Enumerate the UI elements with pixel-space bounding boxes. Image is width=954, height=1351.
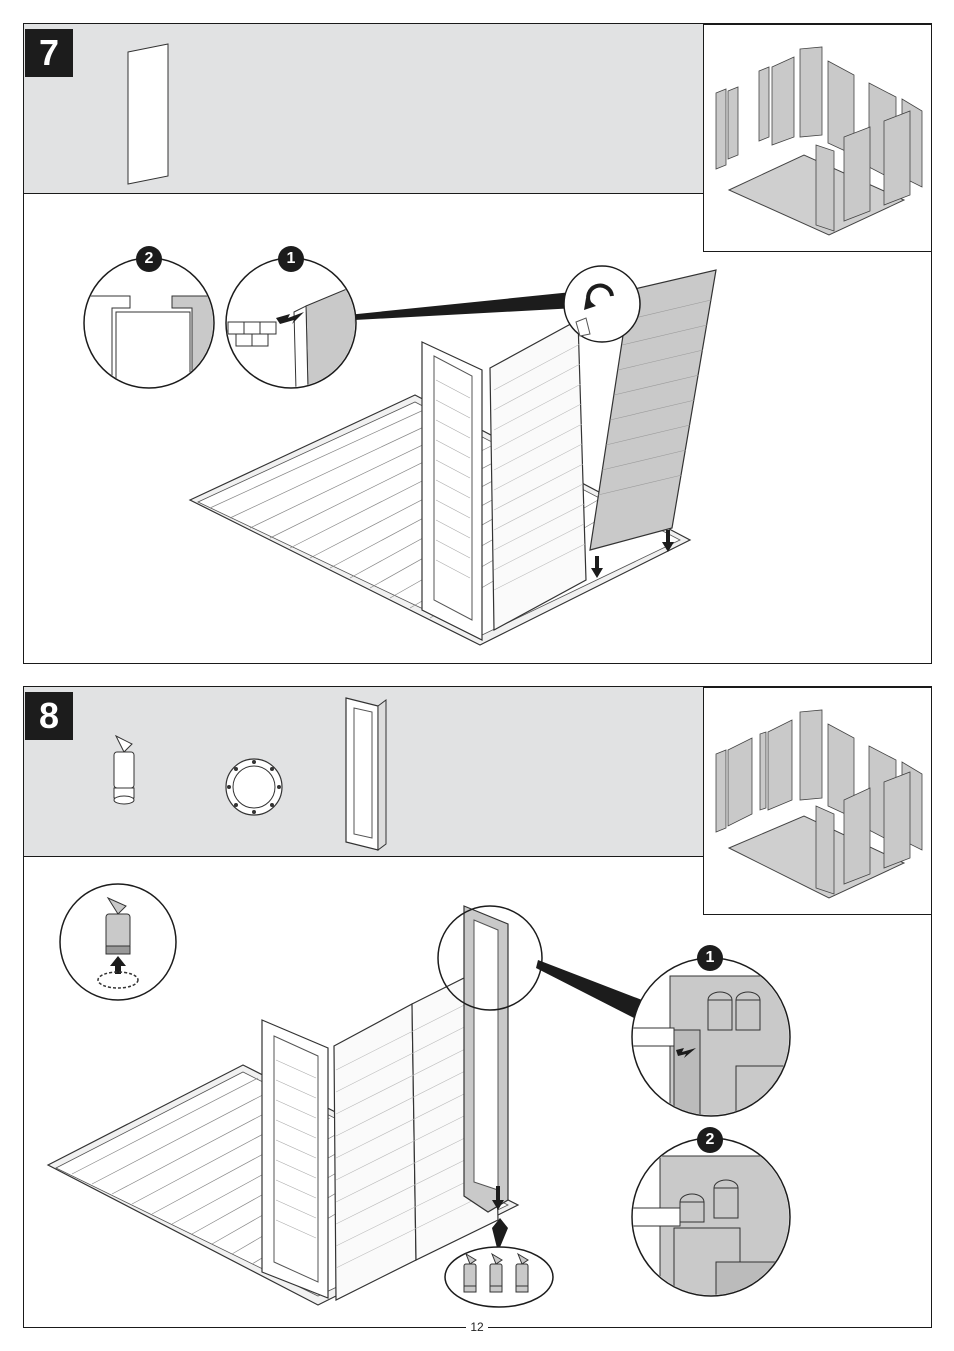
step-8-detail-pegs [444, 1246, 554, 1308]
step-8-detail-peg-install [58, 882, 178, 1002]
step-8-callout-2-badge: 2 [697, 1127, 723, 1153]
step-8-detail-2 [630, 1136, 792, 1298]
step-8-detail-1 [630, 956, 792, 1118]
step-8-callout-1-badge: 1 [697, 945, 723, 971]
page-number: 12 [0, 1320, 954, 1334]
